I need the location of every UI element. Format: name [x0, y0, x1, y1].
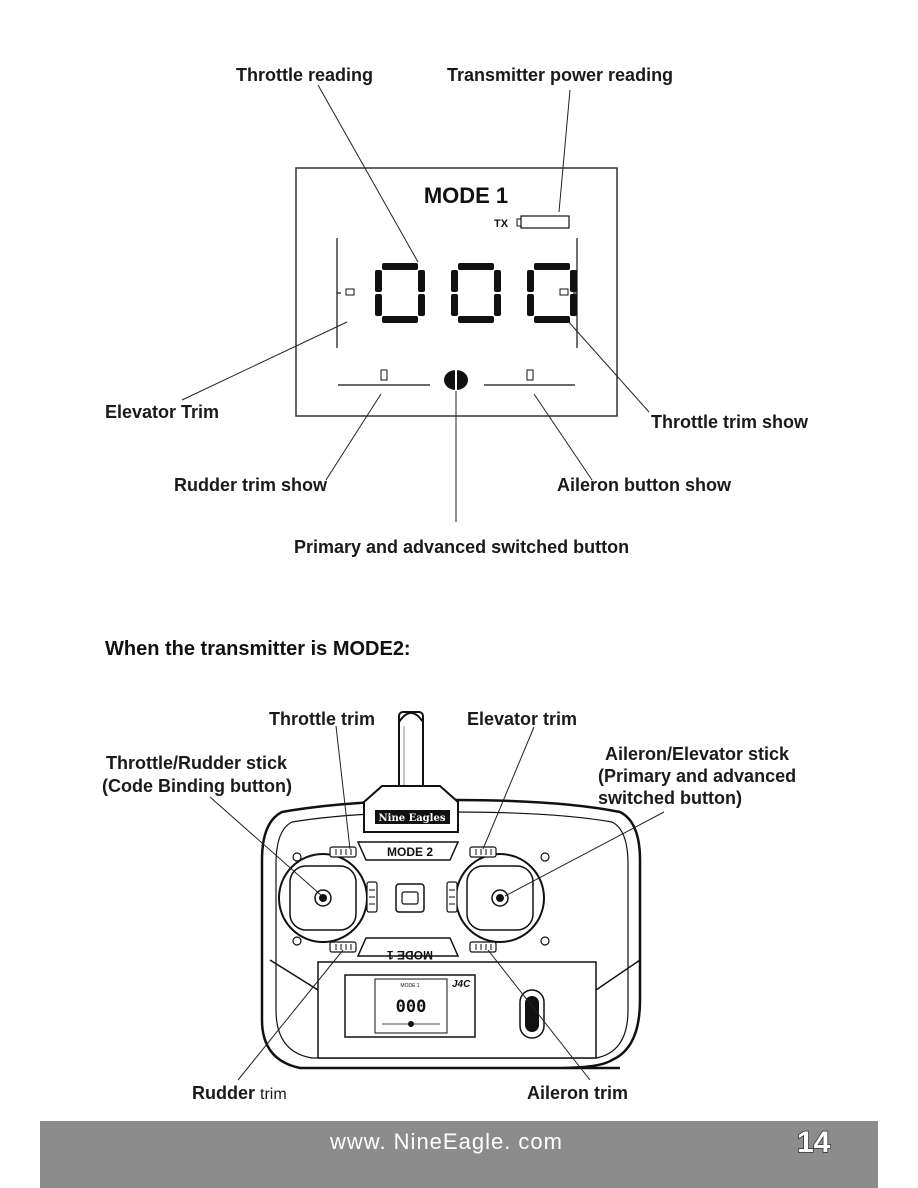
label-primary-advanced-button: Primary and advanced switched button	[294, 537, 630, 557]
label-code-binding-button: (Code Binding button)	[102, 776, 292, 796]
lcd-segment	[418, 270, 425, 292]
label-rudder-trim-show: Rudder trim show	[174, 475, 328, 495]
lcd-segment	[382, 263, 418, 270]
label-primary-advanced-line: (Primary and advanced	[598, 766, 797, 786]
lcd-segment	[570, 294, 577, 316]
mini-logo-mark: J4C	[452, 979, 471, 990]
aileron-trim-switch[interactable]	[469, 941, 497, 953]
label-rudder-trim-normal: trim	[260, 1086, 287, 1103]
label-throttle-trim: Throttle trim	[269, 709, 375, 729]
power-button[interactable]	[395, 883, 425, 913]
throttle-rudder-stick[interactable]	[278, 853, 368, 943]
mini-lcd-mode: MODE 1	[400, 983, 419, 989]
left-vertical-trim[interactable]	[366, 881, 378, 913]
battery-icon	[516, 215, 570, 229]
label-elevator-trim: Elevator trim	[467, 709, 578, 729]
label-switched-button-line: switched button)	[598, 788, 742, 808]
label-throttle-trim-show: Throttle trim show	[651, 412, 808, 432]
label-rudder-trim: Rudder trim	[192, 1084, 287, 1103]
lcd-segment	[494, 294, 501, 316]
label-elevator-trim-lcd: Elevator Trim	[105, 402, 220, 422]
lcd-tx-label: TX	[494, 218, 509, 230]
footer-bar	[40, 1121, 878, 1188]
lcd-segment	[375, 270, 382, 292]
mode1-panel-label: MODE 1	[387, 948, 433, 962]
lcd-digit	[375, 263, 425, 323]
throttle-reading-digits	[375, 263, 577, 323]
aileron-elevator-stick[interactable]	[455, 853, 545, 943]
right-trim-bar	[559, 238, 578, 348]
lcd-segment	[527, 270, 534, 292]
elevator-trim-switch[interactable]	[469, 846, 497, 858]
label-throttle-rudder-stick: Throttle/Rudder stick	[106, 753, 288, 773]
brand-plate	[363, 785, 459, 833]
page-number: 14	[796, 1125, 831, 1160]
brand-logo: Nine Eagles	[379, 813, 446, 824]
footer-website-link[interactable]: www. NineEagle. com	[330, 1129, 563, 1154]
lcd-segment	[375, 294, 382, 316]
lcd-segment	[494, 270, 501, 292]
mode2-panel-label: MODE 2	[387, 845, 433, 859]
label-throttle-reading: Throttle reading	[236, 65, 374, 85]
rudder-trim-switch[interactable]	[329, 941, 357, 953]
lcd-segment	[451, 270, 458, 292]
lcd-segment	[527, 294, 534, 316]
lcd-segment	[458, 316, 494, 323]
bottom-right-trim-bar	[484, 369, 575, 386]
label-aileron-trim: Aileron trim	[527, 1083, 629, 1103]
lcd-segment	[570, 270, 577, 292]
right-vertical-trim[interactable]	[446, 881, 458, 913]
lcd-segment	[418, 294, 425, 316]
label-aileron-button-show: Aileron button show	[557, 475, 731, 495]
bottom-left-trim-bar	[338, 369, 430, 386]
label-rudder-trim-bold: Rudder	[192, 1083, 255, 1103]
lcd-digit	[527, 263, 577, 323]
lcd-diagram: MODE 1 TX	[181, 84, 650, 522]
lcd-segment	[451, 294, 458, 316]
left-trim-bar	[336, 238, 355, 348]
screw-icons	[292, 852, 550, 946]
throttle-trim-switch[interactable]	[329, 846, 357, 858]
primary-advanced-indicator-icon	[444, 370, 468, 390]
label-aileron-elevator-stick: Aileron/Elevator stick	[605, 744, 790, 764]
label-transmitter-power-reading: Transmitter power reading	[447, 65, 674, 85]
pointer-lines	[181, 84, 650, 522]
antenna-icon	[398, 711, 424, 803]
transmitter-pointer-lines	[209, 725, 665, 1081]
lcd-segment	[534, 316, 570, 323]
lcd-mode-text: MODE 1	[424, 183, 508, 208]
mini-lcd-value: 000	[396, 997, 427, 1017]
lcd-digit	[451, 263, 501, 323]
mode2-heading: When the transmitter is MODE2:	[105, 638, 411, 660]
lcd-segment	[458, 263, 494, 270]
lcd-segment	[382, 316, 418, 323]
lcd-segment	[534, 263, 570, 270]
